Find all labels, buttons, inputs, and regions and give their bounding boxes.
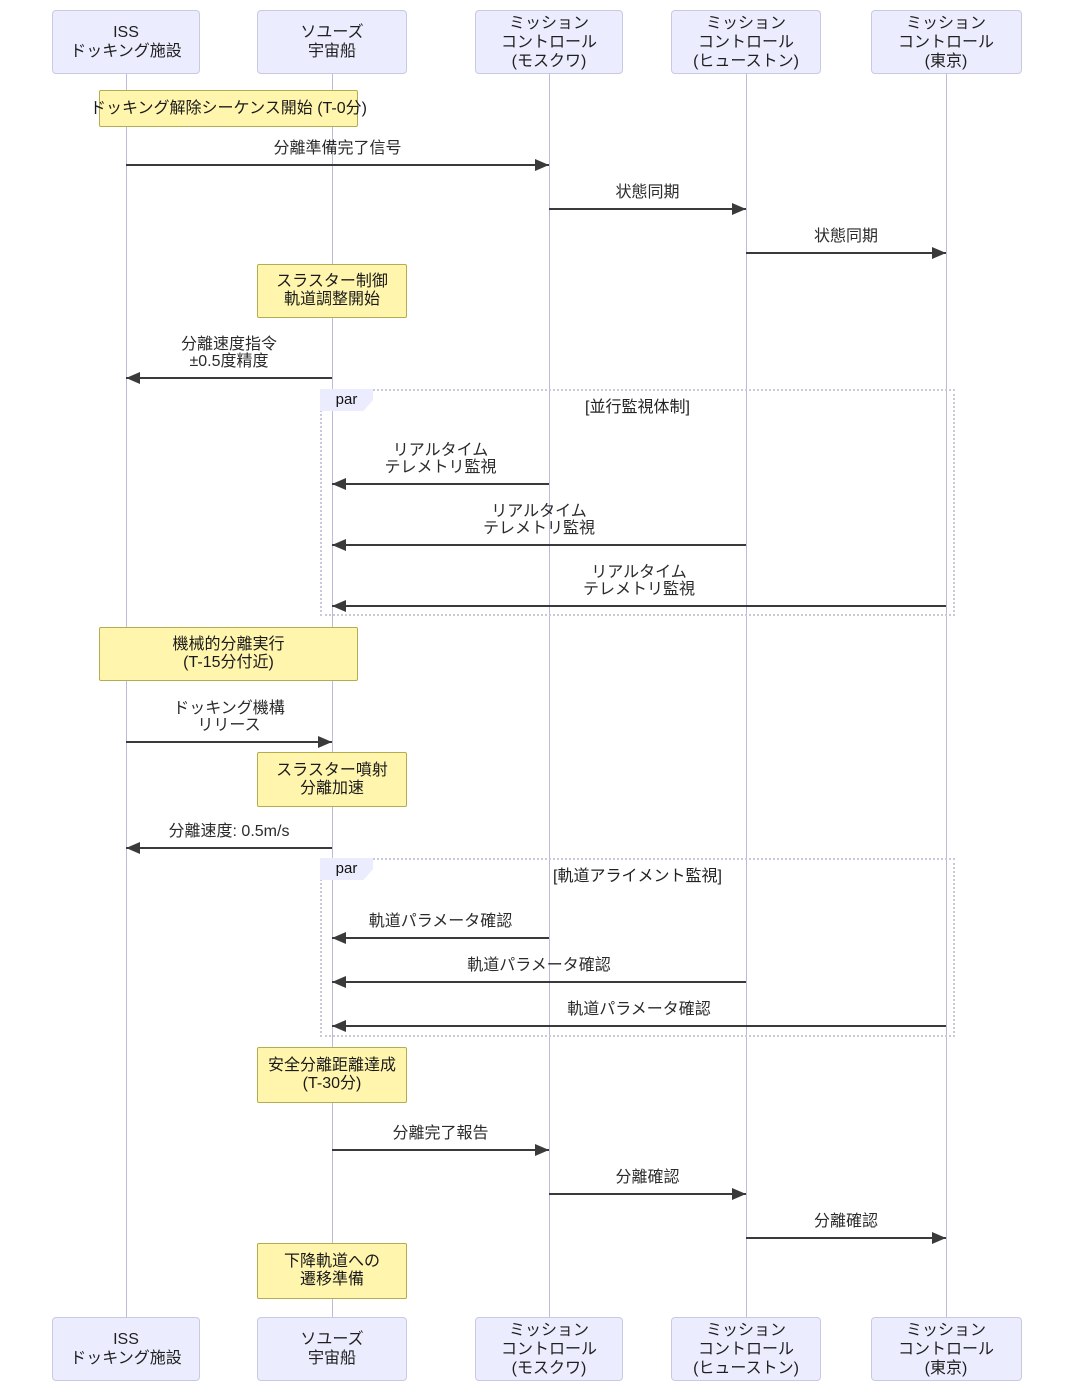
message-line	[332, 1149, 549, 1151]
message-line	[549, 1193, 746, 1195]
par-label: par	[320, 389, 373, 411]
message-label: 分離完了報告	[392, 1125, 489, 1142]
par-frame	[320, 389, 955, 616]
message-line	[126, 164, 549, 166]
message-line	[126, 847, 332, 849]
actor-tokyo-bottom: ミッション コントロール (東京)	[870, 1317, 1022, 1381]
note: スラスター噴射 分離加速	[257, 752, 407, 807]
message-label: 分離確認	[615, 1169, 680, 1186]
message-line	[549, 208, 746, 210]
actor-houston-top: ミッション コントロール (ヒューストン)	[671, 10, 821, 74]
message-arrowhead	[332, 539, 346, 551]
message-arrowhead	[932, 247, 946, 259]
actor-iss-bottom: ISS ドッキング施設	[52, 1317, 200, 1381]
message-line	[126, 377, 332, 379]
lifeline-soyuz	[331, 74, 333, 1317]
message-line	[332, 1025, 946, 1027]
note: スラスター制御 軌道調整開始	[257, 264, 407, 318]
message-line	[746, 1237, 946, 1239]
actor-moscow-top: ミッション コントロール (モスクワ)	[475, 10, 623, 74]
note: 機械的分離実行 (T-15分付近)	[99, 627, 358, 681]
actor-iss-top: ISS ドッキング施設	[52, 10, 200, 74]
message-label: 分離速度: 0.5m/s	[168, 823, 290, 840]
message-label: リアルタイム テレメトリ監視	[384, 442, 497, 476]
note: 安全分離距離達成 (T-30分)	[257, 1047, 407, 1103]
message-arrowhead	[732, 1188, 746, 1200]
lifeline-moscow	[548, 74, 550, 1317]
message-line	[332, 483, 549, 485]
message-label: 軌道パラメータ確認	[368, 913, 513, 930]
message-arrowhead	[535, 159, 549, 171]
message-label: 分離準備完了信号	[273, 140, 402, 157]
par-condition: [並行監視体制]	[585, 399, 690, 416]
message-label: リアルタイム テレメトリ監視	[582, 564, 696, 598]
message-line	[126, 741, 332, 743]
message-label: 分離速度指令 ±0.5度精度	[180, 336, 278, 370]
message-arrowhead	[332, 478, 346, 490]
note: ドッキング解除シーケンス開始 (T-0分)	[90, 90, 367, 127]
message-label: 状態同期	[615, 184, 680, 201]
message-arrowhead	[126, 372, 140, 384]
message-arrowhead	[318, 736, 332, 748]
lifeline-iss	[125, 74, 127, 1317]
message-arrowhead	[332, 932, 346, 944]
message-line	[746, 252, 946, 254]
lifeline-houston	[745, 74, 747, 1317]
par-label: par	[320, 858, 373, 880]
note: 下降軌道への 遷移準備	[257, 1243, 407, 1299]
message-label: 状態同期	[813, 228, 879, 245]
message-arrowhead	[332, 1020, 346, 1032]
message-arrowhead	[535, 1144, 549, 1156]
par-condition: [軌道アライメント監視]	[553, 868, 722, 885]
lifeline-tokyo	[945, 74, 947, 1317]
message-arrowhead	[932, 1232, 946, 1244]
message-line	[332, 981, 746, 983]
message-arrowhead	[126, 842, 140, 854]
message-arrowhead	[732, 203, 746, 215]
message-label: ドッキング機構 リリース	[173, 700, 285, 734]
message-label: 軌道パラメータ確認	[467, 957, 611, 974]
actor-moscow-bottom: ミッション コントロール (モスクワ)	[475, 1317, 623, 1381]
message-label: リアルタイム テレメトリ監視	[482, 503, 596, 537]
message-label: 分離確認	[813, 1213, 879, 1230]
message-line	[332, 544, 746, 546]
message-label: 軌道パラメータ確認	[567, 1001, 711, 1018]
actor-soyuz-top: ソユーズ 宇宙船	[257, 10, 407, 74]
par-frame	[320, 858, 955, 1037]
actor-soyuz-bottom: ソユーズ 宇宙船	[257, 1317, 407, 1381]
message-line	[332, 605, 946, 607]
actor-houston-bottom: ミッション コントロール (ヒューストン)	[671, 1317, 821, 1381]
message-line	[332, 937, 549, 939]
actor-tokyo-top: ミッション コントロール (東京)	[870, 10, 1022, 74]
message-arrowhead	[332, 600, 346, 612]
message-arrowhead	[332, 976, 346, 988]
